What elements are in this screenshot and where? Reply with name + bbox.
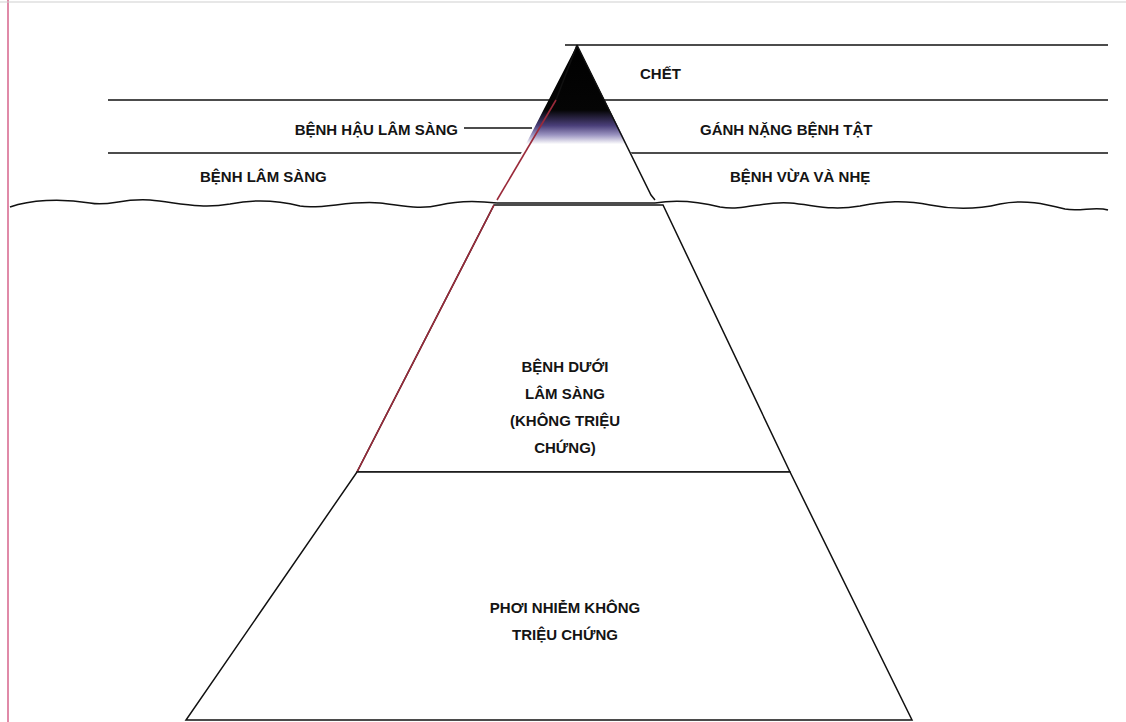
layer-label: PHƠI NHIỄM KHÔNG TRIỆU CHỨNG bbox=[477, 594, 653, 648]
band-label: BỆNH HẬU LÂM SÀNG bbox=[295, 116, 458, 143]
band-label: GÁNH NẶNG BỆNH TẬT bbox=[700, 116, 873, 143]
band-label: BỆNH VỪA VÀ NHẸ bbox=[730, 163, 870, 190]
layer-label: BỆNH DƯỚI LÂM SÀNG (KHÔNG TRIỆU CHỨNG) bbox=[506, 353, 624, 461]
layer-outline bbox=[186, 472, 912, 722]
band-label: CHẾT bbox=[640, 60, 681, 87]
band-label: BỆNH LÂM SÀNG bbox=[200, 163, 327, 190]
iceberg-layer: BỆNH DƯỚI LÂM SÀNG (KHÔNG TRIỆU CHỨNG) bbox=[357, 205, 790, 472]
layer-outline bbox=[357, 205, 790, 472]
iceberg-layer: PHƠI NHIỄM KHÔNG TRIỆU CHỨNG bbox=[186, 472, 912, 722]
